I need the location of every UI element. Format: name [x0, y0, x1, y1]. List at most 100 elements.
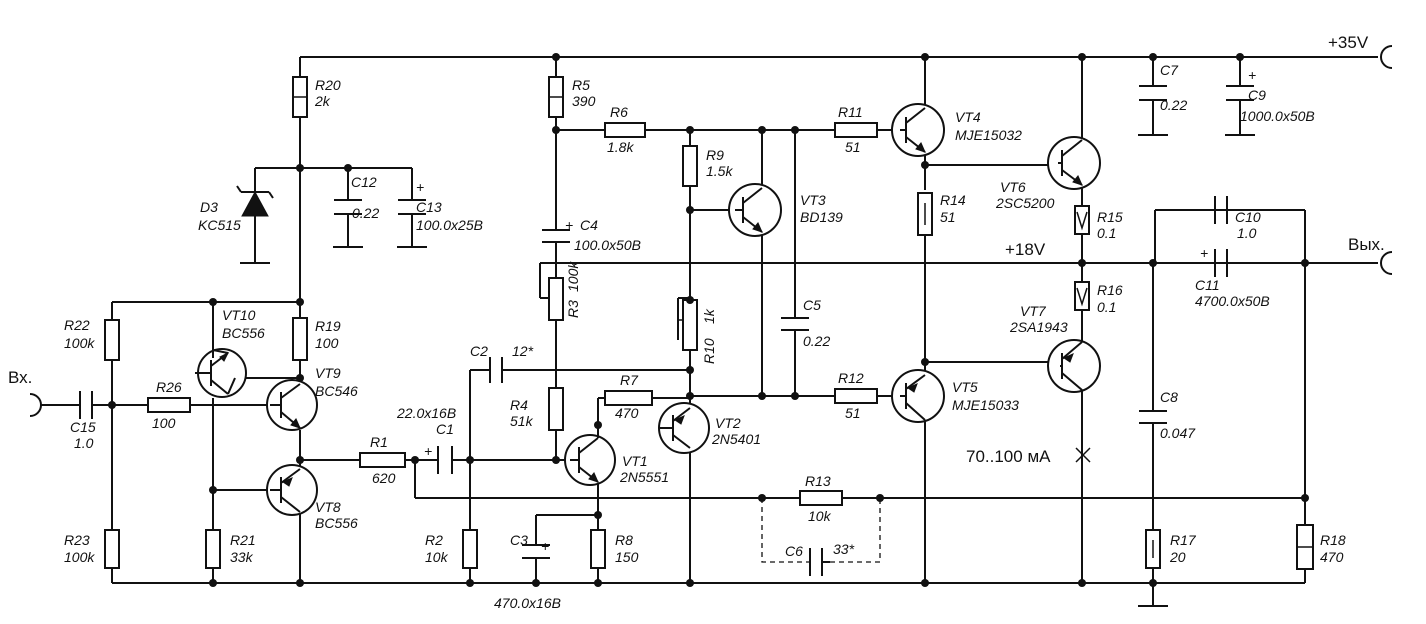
vt3-symbol: [728, 183, 782, 237]
plus35-connector: [1380, 45, 1393, 69]
c4-value: 100.0x50B: [574, 237, 641, 253]
r6-body: [604, 122, 646, 138]
c4-plates: [542, 229, 570, 243]
r10-body: [682, 299, 698, 351]
c2-plates: [489, 357, 503, 383]
output-connector: [1380, 251, 1393, 275]
vt1-name: VT1: [622, 453, 648, 469]
c1-name: C1: [436, 421, 454, 437]
c11-value: 4700.0x50B: [1195, 293, 1270, 309]
c6-dashed-connection: [761, 498, 881, 563]
vt8-name: VT8: [315, 499, 341, 515]
c7-plates: [1139, 85, 1167, 101]
r13-value: 10k: [808, 508, 832, 524]
r14-name: R14: [940, 192, 966, 208]
r7-value: 470: [615, 405, 639, 421]
labels: +35V +18V Вх. Вых. 70..100 мА R20 2k R5 …: [8, 33, 1385, 611]
r3-body: [548, 277, 564, 321]
c12-value: 0.22: [352, 205, 379, 221]
c15-plates: [79, 391, 93, 419]
vt2-symbol: [658, 402, 710, 454]
c3-plates: [522, 544, 550, 559]
capacitor-plates: [79, 85, 1305, 576]
junction-dots: [108, 53, 1309, 587]
r15-name: R15: [1097, 209, 1123, 225]
r22-name: R22: [64, 317, 90, 333]
wires: [40, 56, 1378, 607]
vt4-symbol: [891, 103, 945, 157]
vt9-name: VT9: [315, 365, 341, 381]
r2-value: 10k: [425, 549, 449, 565]
r3-value: 100k: [565, 261, 581, 292]
r5-name: R5: [572, 77, 590, 93]
input-connector: [29, 393, 42, 417]
r23-value: 100k: [64, 549, 95, 565]
r23-body: [104, 529, 120, 569]
vt10-name: VT10: [222, 307, 256, 323]
r17-value: 20: [1169, 549, 1186, 565]
c10-value: 1.0: [1237, 225, 1257, 241]
c2-name: C2: [470, 343, 488, 359]
r3-name: R3: [565, 300, 581, 318]
r20-name: R20: [315, 77, 341, 93]
r20-value: 2k: [314, 93, 331, 109]
c1-value: 22.0x16B: [396, 405, 456, 421]
r1-value: 620: [372, 470, 396, 486]
r12-body: [834, 388, 878, 404]
r13-body: [799, 490, 843, 506]
plus35-label: +35V: [1328, 33, 1369, 52]
c13-plus: +: [416, 179, 424, 195]
c9-name: C9: [1248, 87, 1266, 103]
c7-name: C7: [1160, 62, 1179, 78]
vt7-name: VT7: [1020, 303, 1047, 319]
vt1-symbol: [564, 425, 616, 486]
vt3-name: VT3: [800, 192, 826, 208]
c6-value: 33*: [833, 541, 855, 557]
c3-value: 470.0x16B: [494, 595, 561, 611]
plus18-label: +18V: [1005, 240, 1046, 259]
r6-name: R6: [610, 104, 628, 120]
c12-plates: [334, 199, 362, 215]
r9-value: 1.5k: [706, 163, 733, 179]
c3-name: C3: [510, 532, 528, 548]
c6-plates: [809, 548, 823, 576]
c11-plus: +: [1200, 245, 1208, 261]
r4-name: R4: [510, 397, 528, 413]
r10-value: 1k: [701, 308, 717, 324]
r8-name: R8: [615, 532, 633, 548]
input-label: Вх.: [8, 368, 32, 387]
c8-value: 0.047: [1160, 425, 1196, 441]
r15-body: [1074, 205, 1090, 235]
c12-name: C12: [351, 174, 377, 190]
transistors: [195, 103, 1101, 516]
vt4-part: MJE15032: [955, 127, 1022, 143]
c8-name: C8: [1160, 389, 1178, 405]
r18-name: R18: [1320, 532, 1346, 548]
r11-body: [834, 122, 878, 138]
c6-name: C6: [785, 543, 803, 559]
r14-value: 51: [940, 209, 956, 225]
vt6-part: 2SC5200: [995, 195, 1055, 211]
vt5-name: VT5: [952, 379, 978, 395]
r19-body: [292, 317, 308, 361]
r7-name: R7: [620, 372, 639, 388]
r22-body: [104, 319, 120, 361]
r21-body: [205, 529, 221, 569]
r1-name: R1: [370, 434, 388, 450]
r19-name: R19: [315, 318, 341, 334]
r5-value: 390: [572, 93, 596, 109]
r21-name: R21: [230, 532, 256, 548]
r11-name: R11: [838, 104, 863, 120]
vt9-part: BC546: [315, 383, 358, 399]
r26-body: [147, 397, 191, 413]
r26-value: 100: [152, 415, 176, 431]
c1-plus: +: [424, 443, 432, 459]
r21-value: 33k: [230, 549, 254, 565]
r22-value: 100k: [64, 335, 95, 351]
c5-name: C5: [803, 297, 821, 313]
r8-body: [590, 529, 606, 569]
vt6-symbol: [1047, 136, 1101, 190]
vt4-name: VT4: [955, 109, 981, 125]
c9-plus: +: [1248, 67, 1256, 83]
r16-body: [1074, 281, 1090, 311]
